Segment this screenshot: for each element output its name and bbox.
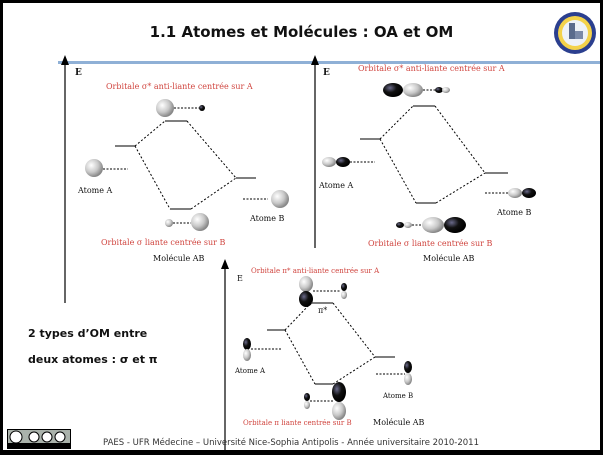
bonding-label: Orbitale σ liante centrée sur B	[101, 238, 225, 247]
axis-arrow-icon	[61, 55, 69, 65]
antibonding-label: Orbitale π* anti-liante centrée sur A	[251, 267, 380, 275]
atom-a-label: Atome A	[318, 181, 354, 190]
bonding-label: Orbitale σ liante centrée sur B	[368, 239, 492, 248]
orbital-diagrams: E Orbitale σ* anti-liante centrée sur A …	[61, 55, 536, 450]
slide-canvas: 1.1 Atomes et Molécules : OA et OM	[3, 3, 600, 450]
molecule-label: Molécule AB	[423, 254, 475, 263]
sigma-p-diagram: E Orbitale σ* anti-liante centrée sur A …	[311, 55, 536, 263]
atom-b-label: Atome B	[249, 214, 285, 223]
atom-b-label: Atome B	[496, 208, 532, 217]
sigma-s-diagram: E Orbitale σ* anti-liante centrée sur A …	[61, 55, 289, 303]
molecule-label: Molécule AB	[153, 254, 205, 263]
cc-by-nc-sa-icon	[7, 429, 71, 449]
slide-title: 1.1 Atomes et Molécules : OA et OM	[149, 23, 454, 41]
axis-label: E	[75, 68, 82, 78]
slide-footer: PAES - UFR Médecine – Université Nice-So…	[103, 438, 479, 448]
bonding-label: Orbitale π liante centrée sur B	[243, 419, 352, 427]
antibonding-label: Orbitale σ* anti-liante centrée sur A	[358, 64, 505, 73]
title-underline	[58, 61, 600, 64]
pi-diagram: E Orbitale π* anti-liante centrée sur A …	[221, 259, 425, 450]
pi-star-label: π*	[318, 306, 327, 315]
antibonding-orbital	[156, 99, 174, 117]
side-text-line-1: 2 types d’OM entre	[28, 327, 148, 340]
axis-label: E	[237, 274, 243, 283]
axis-arrow-icon	[221, 259, 229, 269]
faculte-logo-icon	[554, 12, 596, 54]
molecule-label: Molécule AB	[373, 418, 425, 427]
axis-arrow-icon	[311, 55, 319, 65]
antibonding-label: Orbitale σ* anti-liante centrée sur A	[106, 82, 253, 91]
atom-a-label: Atome A	[234, 367, 266, 375]
atom-a-label: Atome A	[77, 186, 113, 195]
atom-b-label: Atome B	[382, 392, 413, 400]
side-text-line-2: deux atomes : σ et π	[28, 353, 158, 366]
axis-label: E	[323, 68, 330, 78]
